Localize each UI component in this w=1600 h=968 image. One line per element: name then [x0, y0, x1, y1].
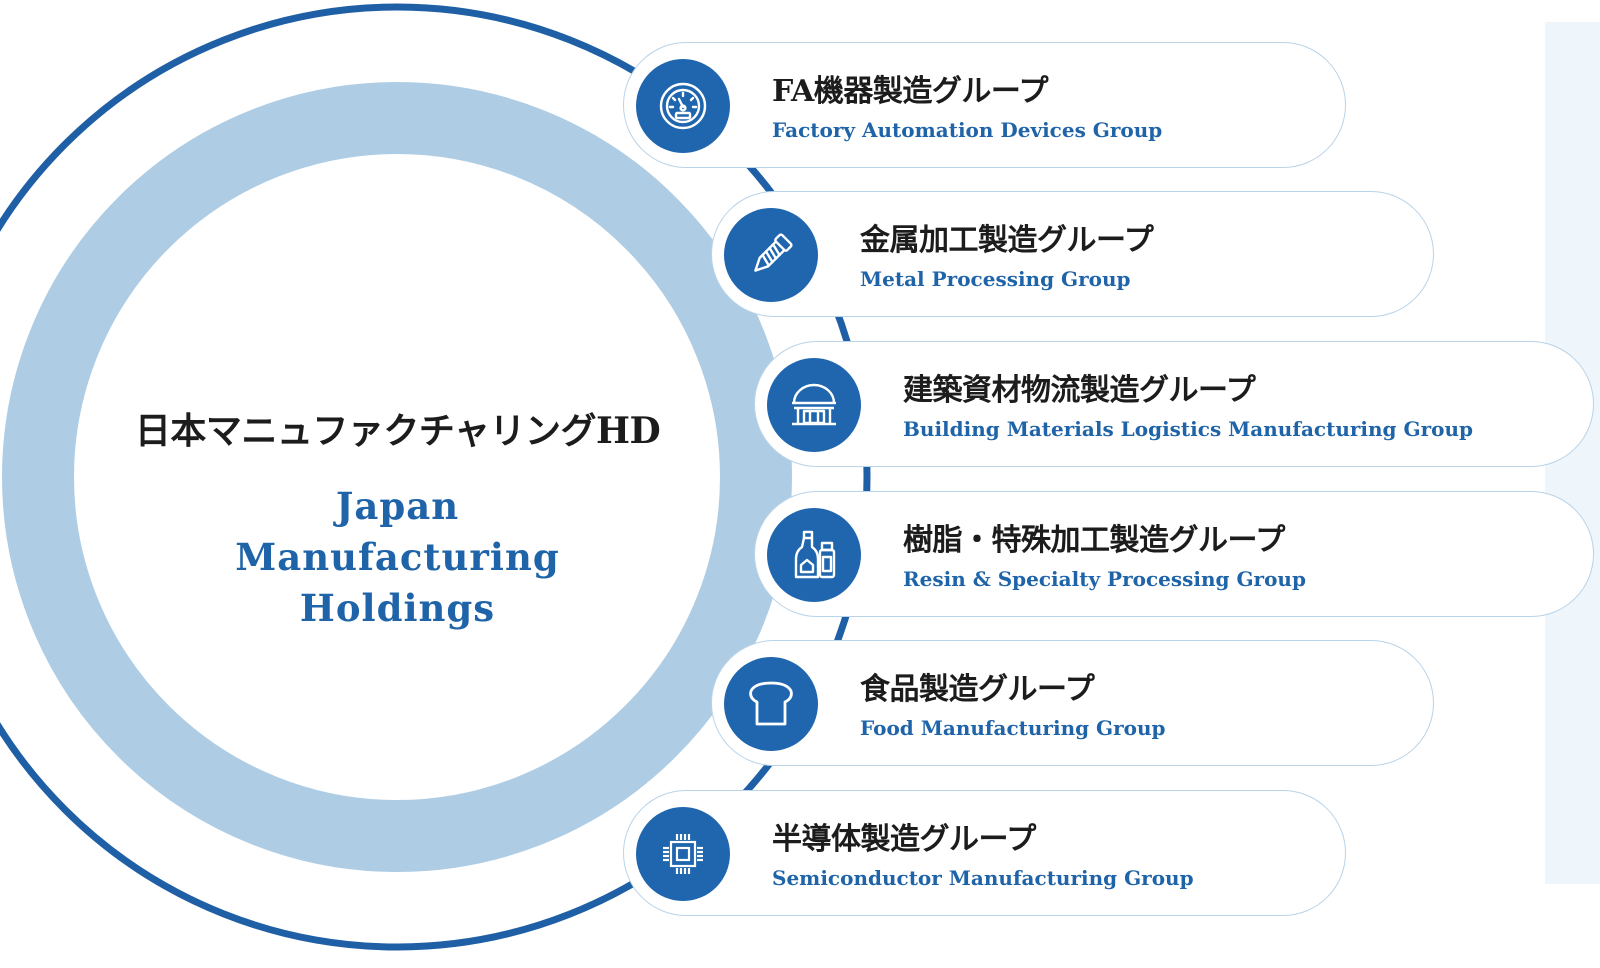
group-card-resin-specialty[interactable]: 樹脂・特殊加工製造グループ Resin & Specialty Processi…	[754, 491, 1594, 617]
hub-title-en-line: Manufacturing	[235, 535, 560, 579]
hub-title-en-line: Japan	[335, 484, 460, 528]
bread-icon	[724, 657, 818, 751]
group-title-en: Semiconductor Manufacturing Group	[772, 866, 1194, 890]
screw-icon	[724, 208, 818, 302]
group-title-jp: 建築資材物流製造グループ	[903, 373, 1256, 408]
group-title-en: Resin & Specialty Processing Group	[903, 567, 1306, 591]
hub-title-jp: 日本マニュファクチャリングHD	[134, 410, 661, 452]
group-title-jp: 食品製造グループ	[860, 672, 1095, 707]
group-title-en: Factory Automation Devices Group	[772, 118, 1163, 142]
group-title-jp: 樹脂・特殊加工製造グループ	[903, 523, 1285, 558]
group-card-fa-devices[interactable]: FA機器製造グループ Factory Automation Devices Gr…	[623, 42, 1346, 168]
group-title-jp: 金属加工製造グループ	[860, 223, 1154, 258]
group-title-en: Metal Processing Group	[860, 267, 1131, 291]
hub-title-en: Japan Manufacturing Holdings	[75, 481, 720, 634]
group-title-en: Building Materials Logistics Manufacturi…	[903, 417, 1473, 441]
chip-icon	[636, 807, 730, 901]
building-dome-icon	[767, 358, 861, 452]
group-card-building-materials[interactable]: 建築資材物流製造グループ Building Materials Logistic…	[754, 341, 1594, 467]
outer-ring	[0, 3, 871, 951]
group-card-metal-processing[interactable]: 金属加工製造グループ Metal Processing Group	[711, 191, 1434, 317]
group-title-jp: FA機器製造グループ	[772, 74, 1049, 109]
bottles-icon	[767, 508, 861, 602]
gauge-icon	[636, 59, 730, 153]
hub-label: 日本マニュファクチャリングHD Japan Manufacturing Hold…	[75, 405, 720, 634]
hub-title-en-line: Holdings	[299, 586, 496, 630]
group-title-en: Food Manufacturing Group	[860, 716, 1166, 740]
group-title-jp: 半導体製造グループ	[772, 822, 1036, 857]
group-card-semiconductor[interactable]: 半導体製造グループ Semiconductor Manufacturing Gr…	[623, 790, 1346, 916]
inner-ring	[2, 82, 792, 872]
group-card-food-manufacturing[interactable]: 食品製造グループ Food Manufacturing Group	[711, 640, 1434, 766]
